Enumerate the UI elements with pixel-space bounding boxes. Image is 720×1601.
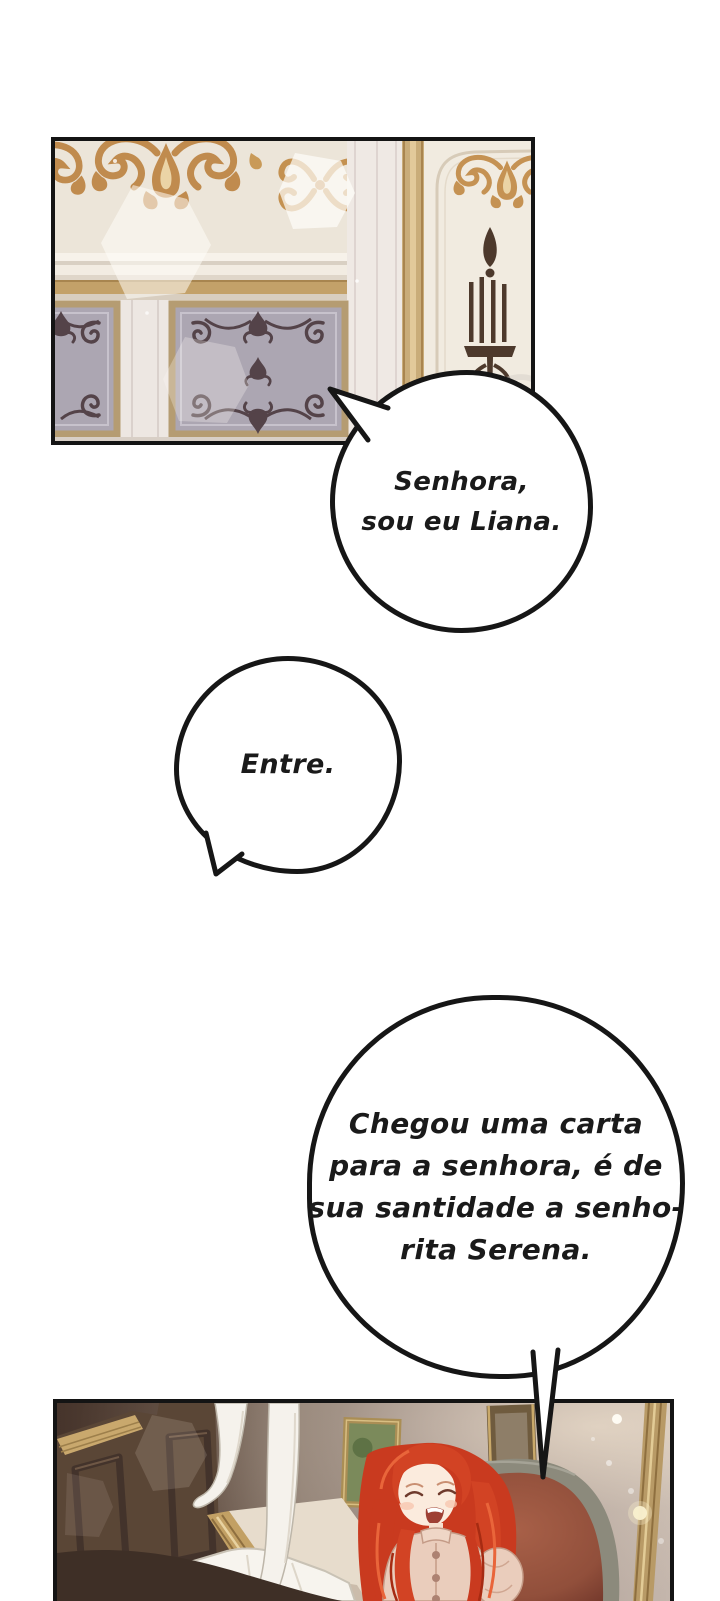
hair-fringe <box>392 1443 471 1505</box>
bubble-text-line: Senhora, <box>394 466 529 497</box>
bubble-text-line: para a senhora, é de <box>329 1149 663 1182</box>
coat-collar <box>420 1527 452 1545</box>
gold-damask-ornaments <box>55 141 359 212</box>
baseboard-shadow <box>55 437 402 441</box>
wainscot-panel-left <box>55 300 121 438</box>
bubble-text-line: Chegou uma carta <box>348 1107 644 1140</box>
wainscot-panel-middle <box>168 300 349 438</box>
bubble-text-line: sou eu Liana. <box>361 506 562 537</box>
wall-trim-gold <box>633 1403 667 1601</box>
hair-highlights <box>375 1449 497 1600</box>
bubble-text-line: Entre. <box>240 749 336 780</box>
foreground-shadow <box>57 1549 342 1601</box>
speech-bubble-entre: Entre. <box>174 656 402 874</box>
light-flares <box>101 153 359 423</box>
sitting-room-art <box>57 1403 670 1601</box>
eyebrows <box>405 1481 455 1488</box>
bubble-text-line: rita Serena. <box>400 1233 592 1266</box>
red-haired-woman <box>358 1442 524 1601</box>
panel-palace-wall <box>51 137 535 445</box>
closed-eyes <box>404 1489 457 1498</box>
panel-sitting-room <box>53 1399 674 1601</box>
sparkles <box>65 1414 664 1544</box>
speech-bubble-liana: Senhora, sou eu Liana. <box>330 370 593 633</box>
speech-bubble-carta: Chegou uma carta para a senhora, é de su… <box>307 995 685 1379</box>
bubble-text-line: sua santidade a senho- <box>308 1191 684 1224</box>
